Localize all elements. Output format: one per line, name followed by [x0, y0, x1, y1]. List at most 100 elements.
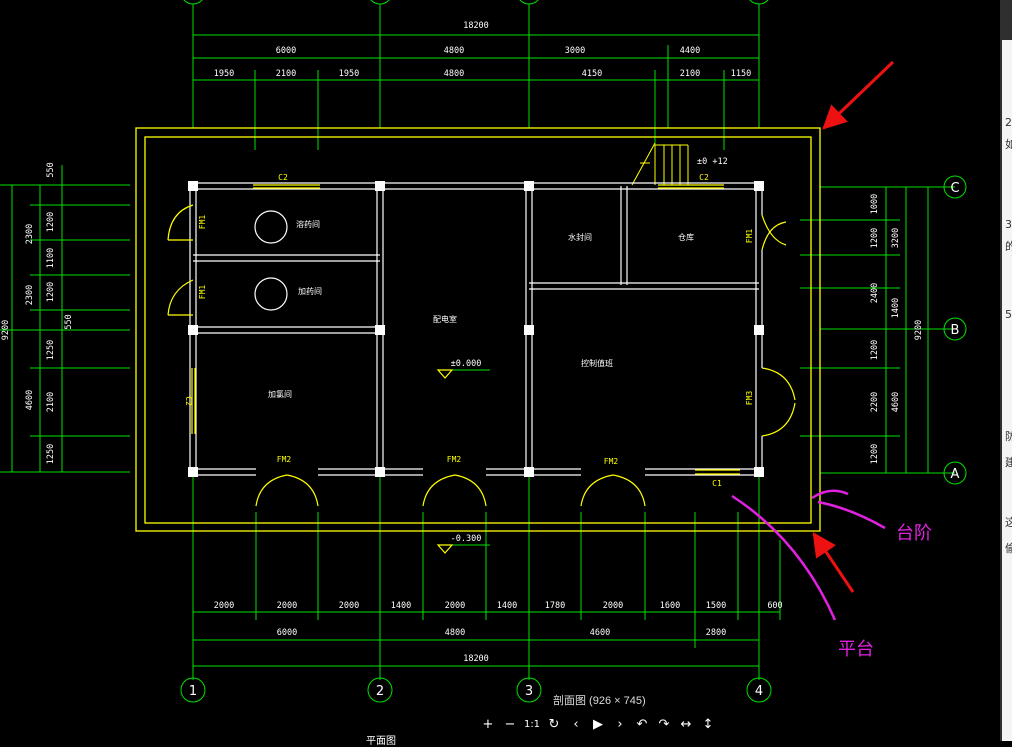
dim-bottom-total: 18200: [463, 654, 489, 664]
walls: [189, 182, 763, 476]
side-panel-body: 22 如果 34 的专 5- 防 建 这 偷: [1002, 40, 1012, 741]
axis-c: C: [950, 181, 959, 196]
dim-right-overall: 9200: [914, 320, 924, 340]
dim-left: 1200: [46, 282, 56, 302]
dim-left: 1250: [46, 340, 56, 360]
axis-labels: 1 2 3 4 C B A: [189, 181, 960, 699]
dim-bottom: 4800: [445, 628, 465, 638]
stair: [631, 142, 689, 186]
zoom-in-button[interactable]: +: [482, 716, 494, 732]
label-fm2: FM2: [604, 457, 619, 466]
dim-bottom: 2000: [214, 601, 234, 611]
zoom-out-button[interactable]: −: [504, 716, 516, 732]
dim-left-overall: 9200: [1, 320, 11, 340]
dim-right: 2200: [870, 392, 880, 412]
label-fm2: FM2: [447, 455, 462, 464]
side-text: 34: [1005, 218, 1012, 231]
side-text: 如果: [1005, 138, 1012, 151]
room-name: 溶药间: [296, 219, 320, 229]
dim-left: 2300: [25, 224, 35, 244]
dim-right: 1400: [891, 298, 901, 318]
next-button[interactable]: ›: [617, 716, 623, 732]
label-fm2: FM2: [277, 455, 292, 464]
dim-left: 2100: [46, 392, 56, 412]
red-arrows: [812, 60, 895, 593]
flip-horizontal-button[interactable]: ↔: [680, 716, 692, 732]
label-fm1: FM1: [745, 229, 754, 244]
columns: [188, 181, 764, 477]
dim-bottom: 2000: [603, 601, 623, 611]
dim-left: 4600: [25, 390, 35, 410]
room-name: 仓库: [678, 232, 694, 242]
step-mark: [811, 489, 849, 500]
annotation-step: 台阶: [896, 523, 932, 544]
side-text: 这: [1005, 516, 1012, 529]
image-caption: 剖面图 (926 × 745): [553, 695, 646, 707]
prev-button[interactable]: ‹: [573, 716, 579, 732]
dim-bottom: 2000: [277, 601, 297, 611]
stair-elevation: ±0 +12: [697, 157, 728, 167]
axis-4: 4: [755, 684, 763, 699]
dim-right: 4600: [891, 392, 901, 412]
platform-outline: [135, 127, 821, 532]
dim-top: 4800: [444, 69, 464, 79]
dim-top: 4800: [444, 46, 464, 56]
ground-elevation: -0.300: [451, 534, 482, 544]
reset-button[interactable]: ↻: [548, 716, 560, 732]
dim-right: 1200: [870, 444, 880, 464]
label-fm1: FM1: [198, 215, 207, 230]
room-name: 配电室: [433, 314, 457, 324]
arrow-bottom-right: [812, 532, 855, 593]
dim-top-total: 18200: [463, 21, 489, 31]
room-name: 控制值班: [581, 358, 613, 368]
dim-top: 3000: [565, 46, 585, 56]
dim-bottom: 4600: [590, 628, 610, 638]
side-text: 的专: [1005, 240, 1012, 253]
dim-bottom: 1400: [497, 601, 517, 611]
dim-bottom: 1600: [660, 601, 680, 611]
openings: [167, 184, 796, 554]
dim-bottom: 2800: [706, 628, 726, 638]
room-name: 加药间: [298, 286, 322, 296]
play-button[interactable]: ▶: [593, 716, 603, 732]
floor-elevation: ±0.000: [451, 359, 482, 369]
axis-3: 3: [525, 684, 533, 699]
dim-bottom: 1400: [391, 601, 411, 611]
dim-left: 1250: [46, 444, 56, 464]
axis-2: 2: [376, 684, 384, 699]
dim-top: 1950: [214, 69, 234, 79]
dim-left: 1100: [46, 248, 56, 268]
axis-1: 1: [189, 684, 197, 699]
label-fm3: FM3: [745, 391, 754, 406]
dim-bottom: 2000: [445, 601, 465, 611]
flip-vertical-button[interactable]: ↕: [702, 716, 714, 732]
dim-left: 550: [46, 162, 56, 177]
dim-left: 550: [64, 314, 74, 329]
dim-right: 2400: [870, 283, 880, 303]
rotate-left-button[interactable]: ↶: [636, 716, 648, 732]
dim-top: 4400: [680, 46, 700, 56]
dim-top: 4150: [582, 69, 602, 79]
dim-right: 3200: [891, 228, 901, 248]
dim-right: 1000: [870, 194, 880, 214]
dim-bottom: 6000: [277, 628, 297, 638]
dimension-texts: 18200 6000 4800 3000 4400 1950 2100 1950…: [1, 21, 924, 664]
dim-top: 1150: [731, 69, 751, 79]
handwritten-marks: [731, 489, 886, 621]
actual-size-button[interactable]: 1:1: [523, 718, 541, 730]
room-name: 水封间: [568, 232, 592, 242]
label-c1: C1: [712, 479, 722, 488]
label-c2: C2: [278, 173, 288, 182]
step-leader: [817, 500, 886, 530]
room-labels: 溶药间 加药间 加氯间 配电室 水封间 仓库 控制值班: [268, 219, 694, 399]
dim-right: 1200: [870, 228, 880, 248]
label-c2: C2: [184, 396, 193, 406]
dim-top: 1950: [339, 69, 359, 79]
rotate-right-button[interactable]: ↷: [658, 716, 670, 732]
dim-right: 1200: [870, 340, 880, 360]
dim-bottom: 2000: [339, 601, 359, 611]
dim-bottom: 600: [767, 601, 782, 611]
arrow-top-right: [822, 60, 895, 130]
dim-bottom: 1780: [545, 601, 565, 611]
side-text: 建: [1005, 456, 1012, 469]
